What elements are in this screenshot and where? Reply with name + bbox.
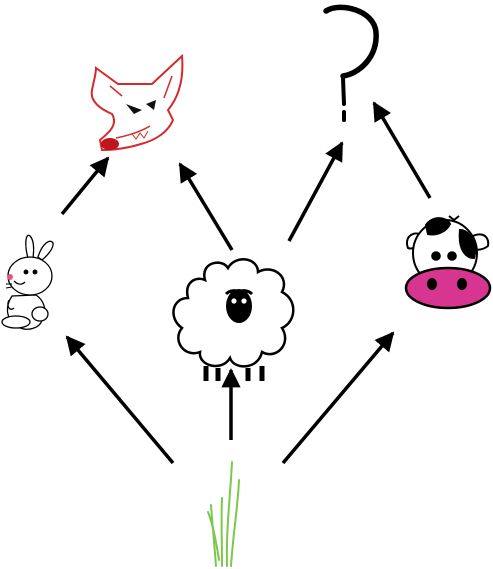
- cow-nose: [404, 266, 492, 310]
- arrow-sheep-to-unknown: [287, 141, 344, 242]
- arrow-grass-to-rabbit: [65, 335, 175, 465]
- wolf-eye: [126, 104, 142, 114]
- sheep-icon: [172, 258, 295, 381]
- arrow-grass-to-cow: [281, 331, 395, 465]
- sheep-legs: [203, 366, 265, 381]
- cow-icon: [404, 215, 492, 310]
- arrow-sheep-to-wolf: [178, 162, 234, 251]
- wolf-icon: [90, 53, 184, 152]
- question-mark-icon: [323, 4, 379, 122]
- arrows: [60, 101, 432, 465]
- rabbit-icon: [1, 234, 54, 330]
- cow-eye: [431, 251, 441, 261]
- arrow-rabbit-to-wolf: [60, 156, 110, 216]
- arrow-cow-to-unknown: [372, 101, 432, 199]
- grass-icon: [207, 461, 240, 567]
- rabbit-eye: [23, 269, 29, 275]
- sheep-head: [226, 289, 252, 323]
- wolf-nose: [101, 138, 119, 150]
- cow-spot: [424, 217, 452, 236]
